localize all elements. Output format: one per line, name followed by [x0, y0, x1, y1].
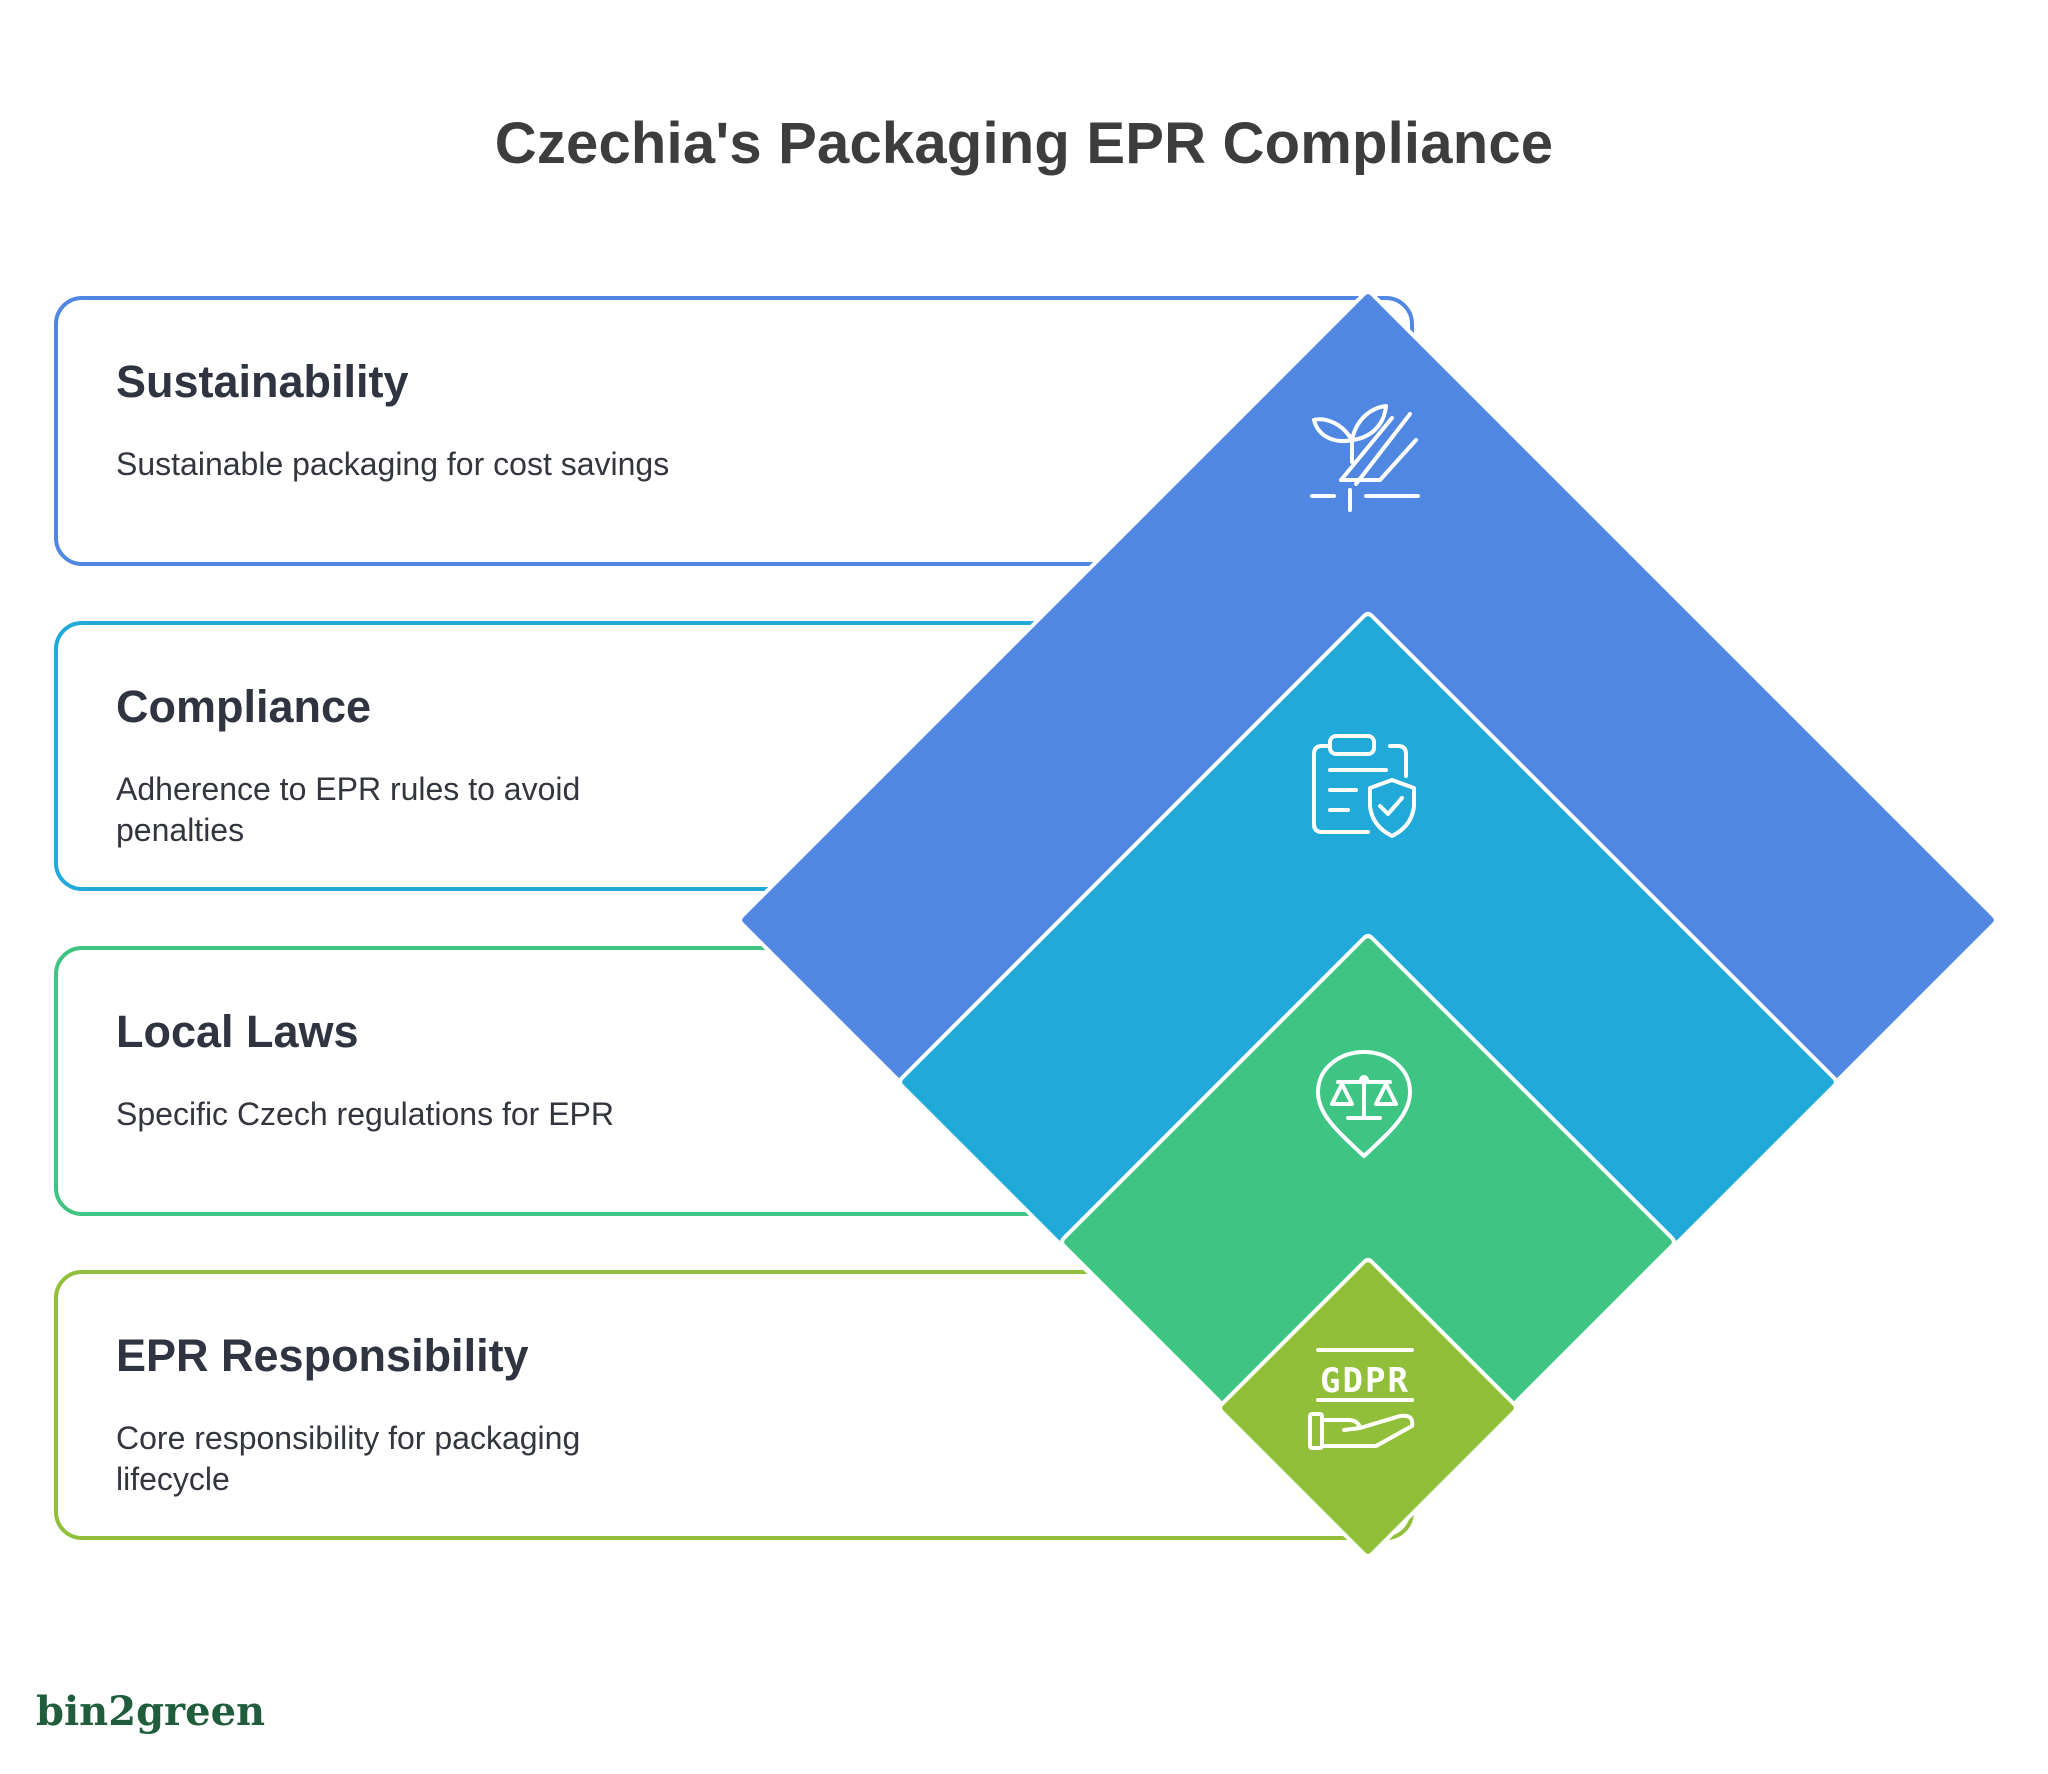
- layer-title: Compliance: [116, 681, 372, 732]
- gdpr-label: GDPR: [1320, 1361, 1410, 1401]
- layer-description: Core responsibility for packaging lifecy…: [116, 1420, 581, 1497]
- layer-title: Sustainability: [116, 356, 409, 407]
- gdpr-hand-icon: GDPR: [1308, 1348, 1415, 1450]
- layer-title: EPR Responsibility: [116, 1330, 529, 1381]
- layer-description: Sustainable packaging for cost savings: [116, 446, 670, 482]
- brand-logo: bin2green: [36, 1688, 266, 1735]
- layer-description: Adherence to EPR rules to avoid penaltie…: [116, 771, 581, 848]
- layer-description: Specific Czech regulations for EPR: [116, 1096, 614, 1132]
- plant-hand-icon: [1310, 404, 1420, 512]
- diamond-epr-responsibility: [1218, 1258, 1518, 1558]
- scales-location-icon: [1316, 1050, 1412, 1158]
- page-title: Czechia's Packaging EPR Compliance: [494, 111, 1554, 176]
- clipboard-shield-icon: [1312, 734, 1416, 838]
- layer-title: Local Laws: [116, 1006, 359, 1057]
